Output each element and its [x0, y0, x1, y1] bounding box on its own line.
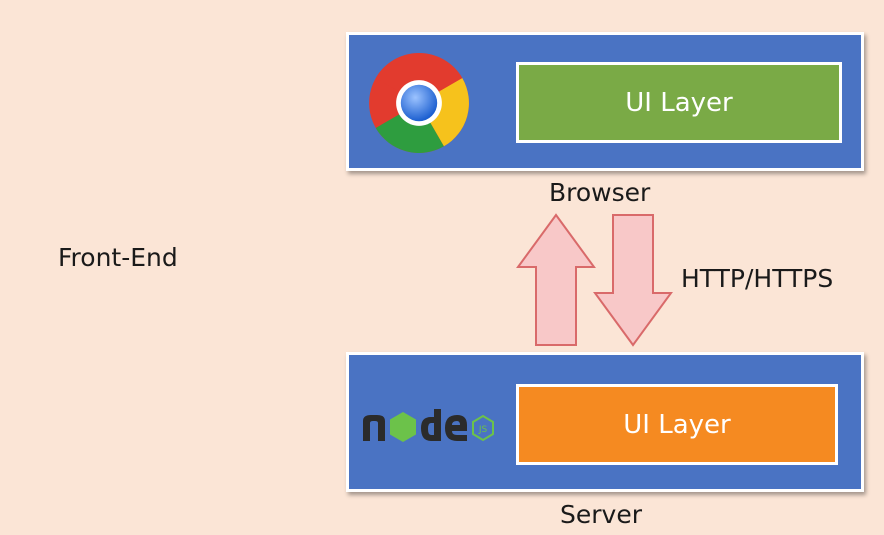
down-arrow-icon: [593, 214, 673, 347]
nodejs-logo-icon: JS: [363, 409, 494, 442]
svg-text:JS: JS: [478, 425, 488, 435]
server-box: JS UI Layer: [346, 352, 864, 492]
up-arrow-icon: [516, 213, 596, 346]
chrome-logo-icon: [369, 53, 469, 153]
browser-ui-layer: UI Layer: [516, 62, 842, 143]
browser-box: UI Layer: [346, 32, 864, 171]
protocol-label: HTTP/HTTPS: [681, 264, 834, 293]
http-arrows: [516, 213, 673, 347]
server-caption: Server: [560, 500, 642, 529]
browser-caption: Browser: [549, 178, 651, 207]
front-end-label: Front-End: [58, 243, 178, 272]
server-ui-layer: UI Layer: [516, 384, 838, 465]
